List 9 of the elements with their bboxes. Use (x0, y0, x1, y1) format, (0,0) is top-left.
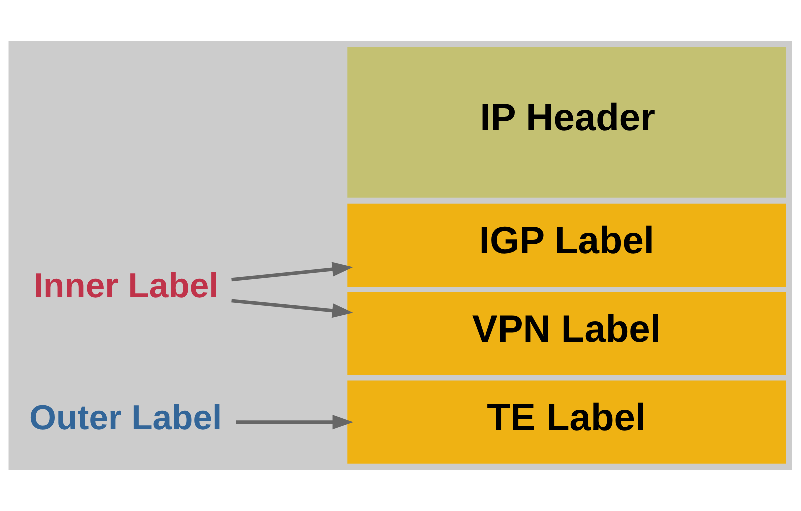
node-box: TE Label (348, 380, 786, 464)
node-box: IGP Label (348, 204, 786, 288)
arrow (232, 262, 354, 282)
node-text: Inner Label (34, 268, 219, 306)
arrow (236, 415, 354, 430)
node-box: IP Header (348, 47, 786, 198)
node-box: VPN Label (348, 292, 786, 376)
arrow (232, 299, 354, 318)
node-text: Outer Label (30, 399, 222, 438)
